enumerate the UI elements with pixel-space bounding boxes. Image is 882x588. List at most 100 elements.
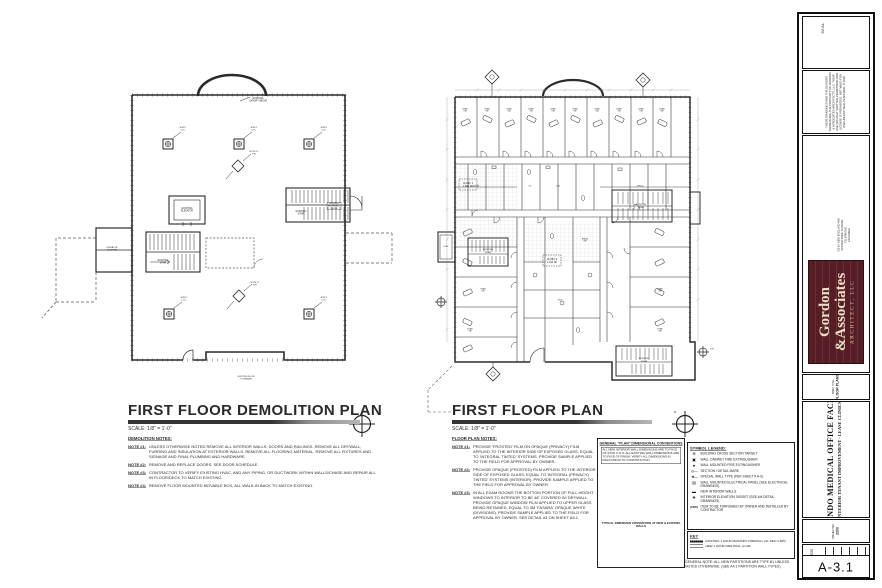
symbol-legend-item: SECTION / DETAIL MARK <box>690 469 792 473</box>
dim-conventions-title: GENERAL "PLAN" DIMENSIONAL CONVENTIONS <box>599 442 683 446</box>
floor-plan-notes: FLOOR PLAN NOTES: NOTE #1: PROVIDE 'FROS… <box>452 436 596 523</box>
symbol-legend-item: WALL CABINET FIRE EXTINGUISHER <box>690 458 792 462</box>
demo-plan-title-underline <box>128 420 360 424</box>
note-text: CONTRACTOR TO VERIFY EXISTING HVAC, AND … <box>149 470 376 480</box>
demolition-note: NOTE #1: UNLESS OTHERWISE NOTED REMOVE A… <box>128 444 378 459</box>
legend-item-text: WALL MOUNTED FIRE EXTINGUISHER <box>700 463 761 468</box>
demo-plan-title-block: FIRST FLOOR DEMOLITION PLAN SCALE: 1/8" … <box>128 402 382 432</box>
symbol-legend-item: WALL MOUNTED ELECTRICAL PANEL (SEE ELECT… <box>690 481 792 488</box>
demolition-note: NOTE #4: REMOVE FLOOR MOUNTED MOVABLE BO… <box>128 483 378 488</box>
note-text: PROVIDE 'FROSTED' FILM ON OPAQUE (PRIVAC… <box>473 444 594 464</box>
project-box: ORLANDO MEDICAL OFFICE FACILITY INTERIOR… <box>802 401 870 518</box>
legend-item-text: ITEM TO BE FURNISHED BY OWNER AND INSTAL… <box>700 504 789 513</box>
general-note: GENERAL NOTE: ALL NEW PARTITIONS ARE TYP… <box>685 560 790 569</box>
key-item: EXISTING 1 HOUR MASONRY FIREWALL (UL DES… <box>690 540 792 543</box>
note-text: REMOVE AND REPLACE DOORS, SEE DOOR SCHED… <box>149 462 259 467</box>
note-tag: NOTE #4: <box>128 483 147 488</box>
legend-symbol-icon <box>690 475 698 479</box>
firm-contact: 725 W. NEW ENGLAND AVE WINTER PARK, FLOR… <box>837 218 851 252</box>
floor-plan-notes-title: FLOOR PLAN NOTES: <box>452 436 497 441</box>
key-item-text: NEW 1 HOUR FIRE WALL (2-HR) <box>705 544 751 548</box>
note-tag: NOTE #1: <box>128 444 147 449</box>
key-panel: KEY EXISTING 1 HOUR MASONRY FIREWALL (UL… <box>687 531 795 559</box>
legend-item-text: INTERIOR ELEVATION TARGET (SEE #/# DETAI… <box>700 495 775 503</box>
symbol-legend-item: BUILDING CROSS SECTION TARGET <box>690 452 792 456</box>
key-swatch <box>690 540 703 543</box>
note-text: PROVIDE OPAQUE (FROSTED) FILM APPLIED TO… <box>473 467 596 487</box>
legend-item-text: SPECIAL WALL TYPE (PER SHEET # A-9) <box>700 475 763 479</box>
demolition-notes: DEMOLITION NOTES: NOTE #1: UNLESS OTHERW… <box>128 436 378 491</box>
note-text: IN ALL EXAM ROOMS THE BOTTOM PORTION OF … <box>473 490 594 520</box>
project-number: 2200 <box>835 526 840 536</box>
north-arrow-icon <box>349 411 698 437</box>
sheet-title-box: SHEET TITLE FLOOR PLANS <box>802 374 870 400</box>
symbol-legend-item: ITEM TO BE FURNISHED BY OWNER AND INSTAL… <box>690 505 792 512</box>
dim-conventions-note: ALL NEW INTERIOR WALL DIMENSIONS ARE TO … <box>601 447 681 464</box>
project-name: ORLANDO MEDICAL OFFICE FACILITY <box>826 401 835 518</box>
legend-symbol-icon <box>690 464 698 468</box>
firm-name: Gordon <box>816 286 833 338</box>
sheet-number: A-3.1 <box>817 559 855 574</box>
symbol-legend-item: NEW INTERIOR WALLS <box>690 490 792 494</box>
project-subtitle: INTERIOR TENANT IMPROVEMENT - LEASE CLIN… <box>836 401 842 518</box>
legend-symbol-icon <box>690 505 698 509</box>
legend-item-text: WALL CABINET FIRE EXTINGUISHER <box>700 457 758 462</box>
dim-conventions-caption: TYPICAL DIMENSION CONVENTION AT NEW & EX… <box>601 521 681 528</box>
firm-logo: Gordon &Associates ARCHITECT, LLC <box>808 260 864 364</box>
floor-plan-note: NOTE #3: IN ALL EXAM ROOMS THE BOTTOM PO… <box>452 490 596 520</box>
demolition-note: NOTE #3: CONTRACTOR TO VERIFY EXISTING H… <box>128 470 378 480</box>
floor-plan-title: FIRST FLOOR PLAN <box>452 402 604 419</box>
key-swatch <box>690 544 703 548</box>
demolition-notes-title: DEMOLITION NOTES: <box>128 436 172 441</box>
sheet-title-rot: SHEET TITLE FLOOR PLANS <box>832 374 840 400</box>
contact-line: FACSIMILE <box>847 228 851 242</box>
firm-box: 725 W. NEW ENGLAND AVE WINTER PARK, FLOR… <box>802 135 870 373</box>
legend-item-text: WALL MOUNTED ELECTRICAL PANEL (SEE ELECT… <box>700 480 788 488</box>
title-block-strip: SEAL THESE DRAWINGS AND THE DESIGNS THER… <box>797 12 875 580</box>
project-number-rot: PROJECT NO. 2200 <box>832 523 839 538</box>
note-tag: NOTE #2: <box>452 467 471 472</box>
symbol-legend-title: SYMBOL LEGEND: <box>690 446 727 451</box>
legend-item-text: BUILDING CROSS SECTION TARGET <box>700 452 758 456</box>
legend-item-text: NEW INTERIOR WALLS <box>700 489 737 494</box>
demo-plan-scale: SCALE: 1/8" = 1'-0" <box>128 426 172 432</box>
note-tag: NOTE #2: <box>128 462 147 467</box>
firm-logo-text: Gordon &Associates ARCHITECT, LLC <box>816 272 856 352</box>
legend-symbol-icon <box>690 481 698 485</box>
floor-plan-note: NOTE #1: PROVIDE 'FROSTED' FILM ON OPAQU… <box>452 444 596 464</box>
symbol-legend-item: INTERIOR ELEVATION TARGET (SEE #/# DETAI… <box>690 496 792 503</box>
legend-symbol-icon <box>690 458 698 462</box>
sheet-title: FLOOR PLANS <box>835 374 840 400</box>
project-info: ORLANDO MEDICAL OFFICE FACILITY INTERIOR… <box>826 401 854 518</box>
demolition-note: NOTE #2: REMOVE AND REPLACE DOORS, SEE D… <box>128 462 378 467</box>
note-tag: NOTE #1: <box>452 444 471 449</box>
symbol-legend-panel: SYMBOL LEGEND: BUILDING CROSS SECTION TA… <box>687 442 795 530</box>
symbol-legend-item: WALL MOUNTED FIRE EXTINGUISHER <box>690 464 792 468</box>
note-tag: NOTE #3: <box>452 490 471 495</box>
dim-conventions-panel: GENERAL "PLAN" DIMENSIONAL CONVENTIONS A… <box>597 438 685 568</box>
copyright-text: THESE DRAWINGS AND THE DESIGNS THEREIN A… <box>825 72 846 132</box>
key-title: KEY <box>690 534 699 539</box>
note-text: UNLESS OTHERWISE NOTED REMOVE ALL INTERI… <box>149 444 371 459</box>
note-text: REMOVE FLOOR MOUNTED MOVABLE BOX, ALL WA… <box>149 483 314 488</box>
floor-plan-drawing <box>427 69 709 413</box>
legend-symbol-icon <box>690 496 698 500</box>
symbol-legend-item: SPECIAL WALL TYPE (PER SHEET # A-9) <box>690 475 792 479</box>
sheet-number-box: A-3.1 <box>802 555 870 578</box>
key-item-text: EXISTING 1 HOUR MASONRY FIREWALL (UL DES… <box>705 540 786 543</box>
floor-plan-scale: SCALE: 1/8" = 1'-0" <box>452 426 496 432</box>
seal-label: SEAL <box>821 22 825 34</box>
key-item: NEW 1 HOUR FIRE WALL (2-HR) <box>690 544 792 548</box>
note-tag: NOTE #3: <box>128 470 147 475</box>
floor-plan-title-block: FIRST FLOOR PLAN SCALE: 1/8" = 1'-0" <box>452 402 652 432</box>
floor-plan-note: NOTE #2: PROVIDE OPAQUE (FROSTED) FILM A… <box>452 467 596 487</box>
legend-symbol-icon <box>690 490 698 494</box>
copyright-box: THESE DRAWINGS AND THE DESIGNS THEREIN A… <box>802 70 870 134</box>
legend-item-text: SECTION / DETAIL MARK <box>700 469 739 473</box>
seal-box: SEAL <box>802 16 870 69</box>
firm-name-2: &Associates <box>831 272 849 352</box>
project-number-box: PROJECT NO. 2200 <box>802 519 870 543</box>
floor-plan-title-underline <box>452 420 652 424</box>
